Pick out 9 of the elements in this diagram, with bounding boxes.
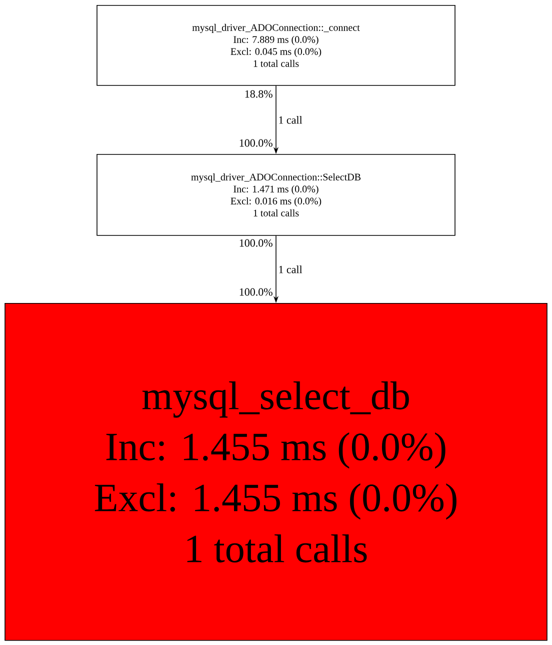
percentage-label: 100.0% <box>240 139 272 147</box>
percentage-label: 18.8% <box>245 90 272 98</box>
function-box: mysql_select_db Inc: 1.455 ms (0.0%) Excl: 1.455 ms (0.0%) 1 total calls <box>4 303 548 641</box>
function-box: mysql_driver_ADOConnection::_connect Inc: 7.889 ms (0.0%) Excl: 0.045 ms (0.0%) 1 total calls <box>96 5 456 86</box>
percentage-label: 100.0% <box>240 239 272 247</box>
edge-label: 1 call <box>279 116 302 124</box>
percentage-label: 100.0% <box>240 288 272 296</box>
edge-label: 1 call <box>279 266 302 274</box>
function-box: mysql_driver_ADOConnection::SelectDB Inc: 1.471 ms (0.0%) Excl: 0.016 ms (0.0%) 1 total calls <box>96 154 456 236</box>
